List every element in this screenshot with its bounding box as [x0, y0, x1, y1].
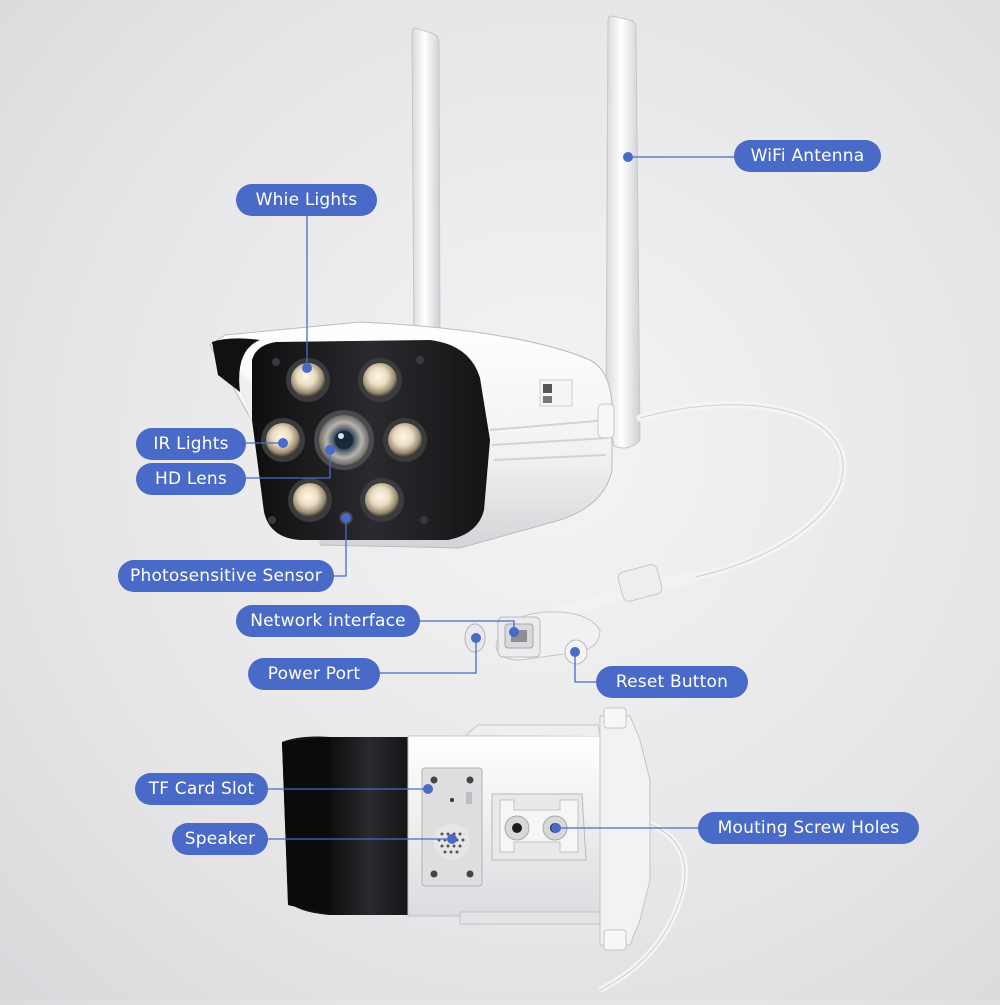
label-photosensitive-sensor: Photosensitive Sensor: [118, 560, 334, 592]
hd-lens: [314, 410, 374, 470]
label-reset-button: Reset Button: [596, 666, 748, 698]
label-white-lights: Whie Lights: [236, 184, 377, 216]
label-speaker: Speaker: [172, 823, 268, 855]
cable-splitter: [464, 611, 601, 665]
wifi-antenna-right: [605, 15, 641, 449]
label-hd-lens: HD Lens: [136, 463, 246, 495]
leader-dots: [278, 152, 633, 844]
label-wifi-antenna: WiFi Antenna: [734, 140, 881, 172]
label-power-port: Power Port: [248, 658, 380, 690]
white-lights: [286, 358, 402, 402]
mounting-plate: [491, 793, 587, 861]
label-network-interface: Network interface: [236, 605, 420, 637]
leader-lines: [246, 156, 734, 840]
camera-bottom-view: [282, 707, 688, 993]
label-ir-lights: IR Lights: [136, 428, 246, 460]
power-cable: [636, 401, 847, 582]
label-tf-card-slot: TF Card Slot: [135, 773, 268, 805]
label-mounting-screw-holes: Mouting Screw Holes: [698, 812, 919, 844]
wifi-antenna-left: [411, 27, 441, 351]
